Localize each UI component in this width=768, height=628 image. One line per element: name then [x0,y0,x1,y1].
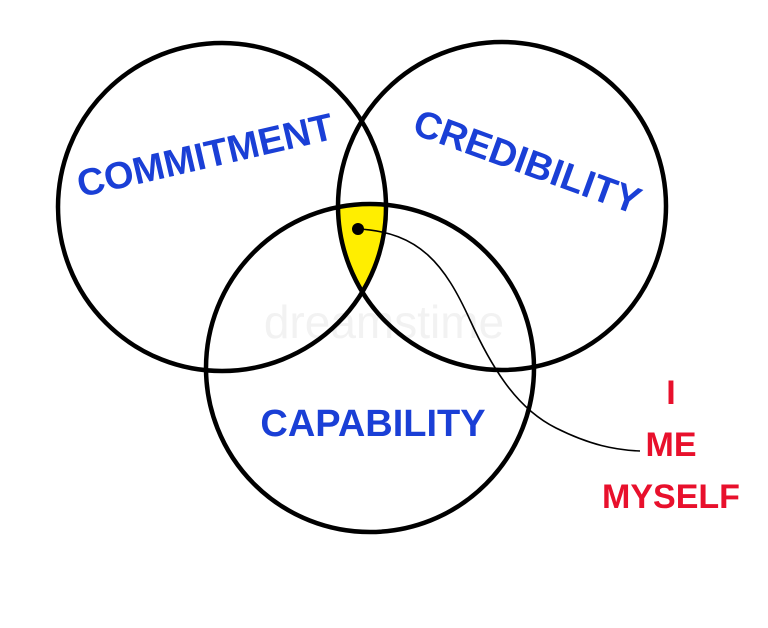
credibility-label: CREDIBILITY [408,102,647,223]
commitment-label: COMMITMENT [73,106,337,206]
pointer-line [357,228,641,452]
annotation-line-i: I [666,374,675,412]
annotation-line-myself: MYSELF [602,478,740,516]
capability-circle [203,201,537,535]
capability-label: CAPABILITY [260,403,485,445]
annotation-line-me: ME [646,426,697,464]
